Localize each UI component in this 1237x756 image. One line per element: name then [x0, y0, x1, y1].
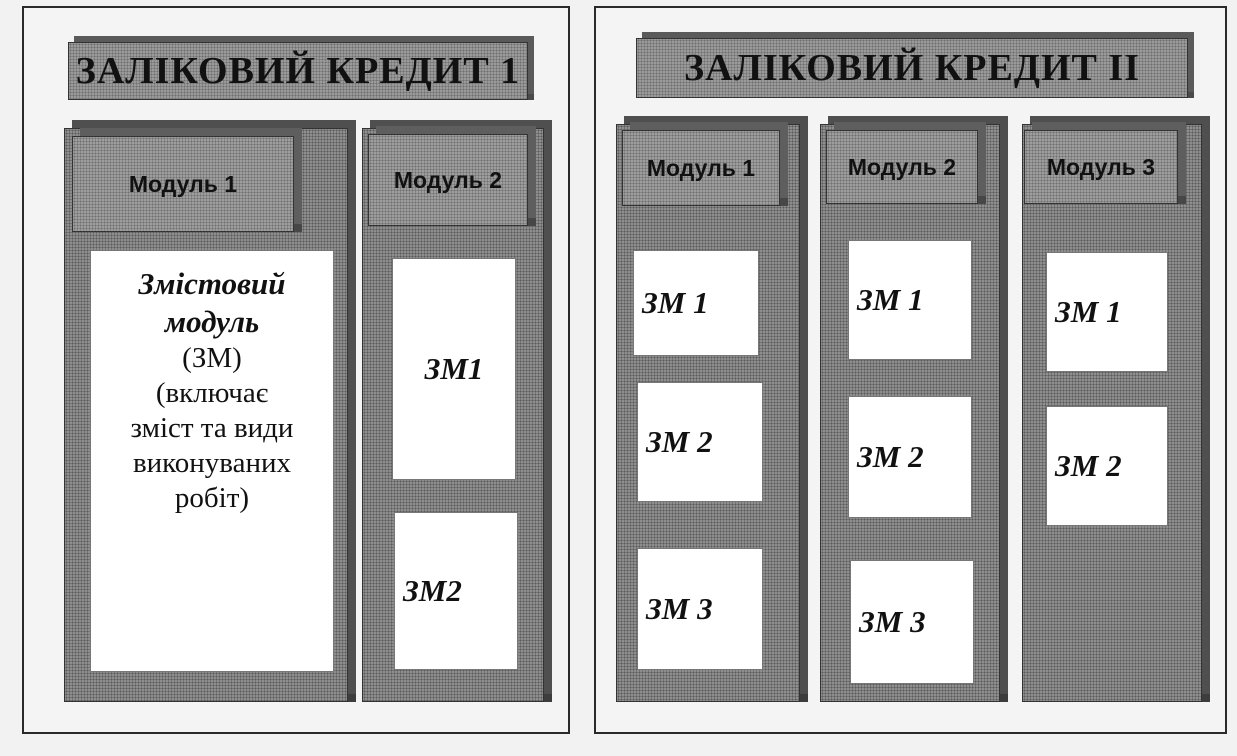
credit-1-module-1-header: Модуль 1	[72, 136, 294, 232]
credit-2-module-2-header: Модуль 2	[826, 130, 978, 204]
credit-2-module-3-header: Модуль 3	[1024, 130, 1178, 204]
credit-2-module-2-zm-2: ЗМ 2	[848, 396, 972, 518]
credit-2-module-1-zm-2: ЗМ 2	[637, 382, 763, 502]
credit-1-module-2-zm-2: ЗМ2	[394, 512, 518, 670]
credit-1-module-2-header: Модуль 2	[368, 134, 528, 226]
credit-1-module-2-zm-1: ЗМ1	[392, 258, 516, 480]
credit-2-module-3-zm-2: ЗМ 2	[1046, 406, 1168, 526]
credit-2-module-2-zm-1: ЗМ 1	[848, 240, 972, 360]
credit-2-module-2-zm-3: ЗМ 3	[850, 560, 974, 684]
credit-2-module-1-zm-1: ЗМ 1	[633, 250, 759, 356]
credit-2-module-1-zm-3: ЗМ 3	[637, 548, 763, 670]
content-module-description: Змістовий модуль (ЗМ) (включає зміст та …	[90, 250, 334, 672]
credit-1-title: ЗАЛІКОВИЙ КРЕДИТ 1	[68, 42, 528, 100]
description-line: (ЗМ)	[182, 342, 242, 374]
description-line: модуль	[164, 304, 260, 339]
credit-2-title: ЗАЛІКОВИЙ КРЕДИТ ІІ	[636, 38, 1188, 98]
description-line: робіт)	[174, 482, 250, 514]
credit-2-module-1-header: Модуль 1	[622, 130, 780, 206]
credit-2-module-3-zm-1: ЗМ 1	[1046, 252, 1168, 372]
description-line: виконуваних	[132, 447, 292, 479]
description-line: (включає	[155, 377, 269, 409]
description-line: зміст та види	[130, 412, 294, 444]
description-line: Змістовий	[138, 266, 286, 301]
